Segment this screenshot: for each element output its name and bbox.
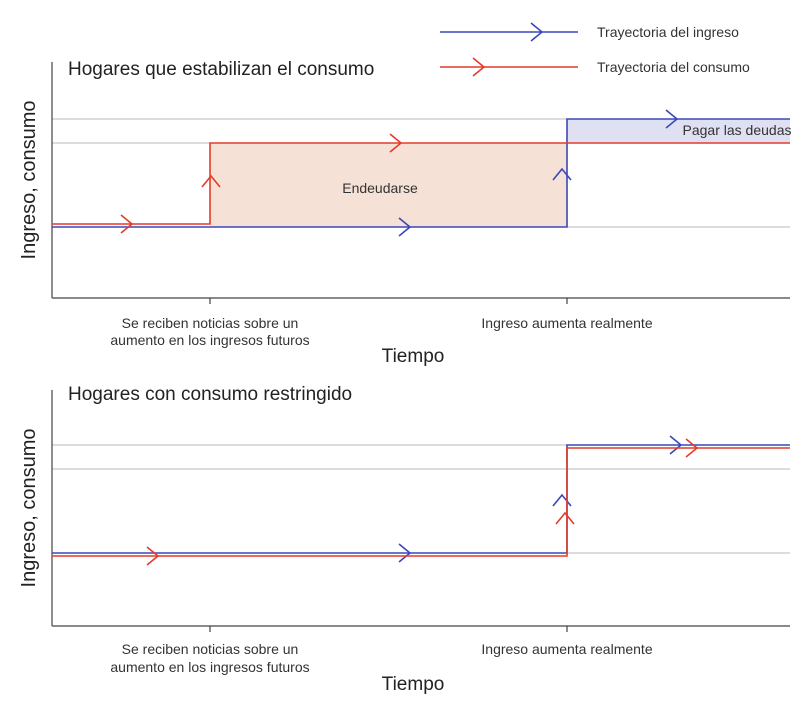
income-arrow-icon bbox=[552, 167, 572, 181]
panel-title: Hogares con consumo restringido bbox=[68, 384, 352, 405]
consumption-arrow-icon bbox=[146, 546, 160, 566]
consumption-arrow-icon bbox=[389, 133, 403, 153]
series-2 bbox=[52, 435, 790, 566]
panel-title: Hogares que estabilizan el consumo bbox=[68, 59, 374, 80]
income-arrow-icon bbox=[552, 493, 572, 507]
consumption-arrow-icon bbox=[120, 214, 134, 234]
income-line bbox=[52, 444, 790, 554]
y-axis-label: Ingreso, consumo bbox=[18, 429, 40, 588]
legend-consumption-label: Trayectoria del consumo bbox=[597, 59, 750, 75]
y-axis-label: Ingreso, consumo bbox=[18, 101, 40, 260]
consumption-arrow-icon bbox=[555, 511, 575, 525]
x-axis-label: Tiempo bbox=[382, 346, 445, 367]
regions-1 bbox=[210, 119, 790, 227]
tick-label-news-line-2: aumento en los ingresos futuros bbox=[110, 659, 309, 675]
tick-label-income-rise: Ingreso aumenta realmente bbox=[481, 315, 652, 331]
tick-label-news-line-1: Se reciben noticias sobre un bbox=[122, 315, 299, 331]
income-line bbox=[52, 118, 790, 228]
consumption-arrow-icon bbox=[201, 174, 221, 188]
region-1 bbox=[567, 119, 790, 143]
consumption-arrow-icon bbox=[685, 438, 699, 458]
legend: Trayectoria del ingreso Trayectoria del … bbox=[440, 22, 750, 77]
tick-label-income-rise: Ingreso aumenta realmente bbox=[481, 641, 652, 657]
x-ticks-1 bbox=[209, 298, 568, 304]
x-axis-label: Tiempo bbox=[382, 674, 445, 695]
tick-label-news-line-1: Se reciben noticias sobre un bbox=[122, 641, 299, 657]
series-1 bbox=[52, 109, 790, 237]
income-arrow-icon bbox=[398, 543, 412, 563]
panel-smoothing: Hogares que estabilizan el consumo Ingre… bbox=[18, 59, 791, 367]
region-label-borrow: Endeudarse bbox=[342, 180, 418, 196]
region-0 bbox=[210, 143, 567, 227]
tick-label-news-line-2: aumento en los ingresos futuros bbox=[110, 332, 309, 348]
legend-income-arrow-icon bbox=[530, 22, 544, 42]
income-arrow-icon bbox=[665, 109, 679, 129]
x-ticks-2 bbox=[209, 626, 568, 632]
region-label-repay: Pagar las deudas bbox=[683, 122, 792, 138]
panel-constrained: Hogares con consumo restringido Ingreso,… bbox=[18, 384, 790, 695]
gridlines-2 bbox=[52, 444, 790, 554]
income-arrow-icon bbox=[669, 435, 683, 455]
consumption-line bbox=[52, 447, 790, 557]
legend-income-label: Trayectoria del ingreso bbox=[597, 24, 739, 40]
legend-consumption-arrow-icon bbox=[472, 57, 486, 77]
income-arrow-icon bbox=[398, 217, 412, 237]
